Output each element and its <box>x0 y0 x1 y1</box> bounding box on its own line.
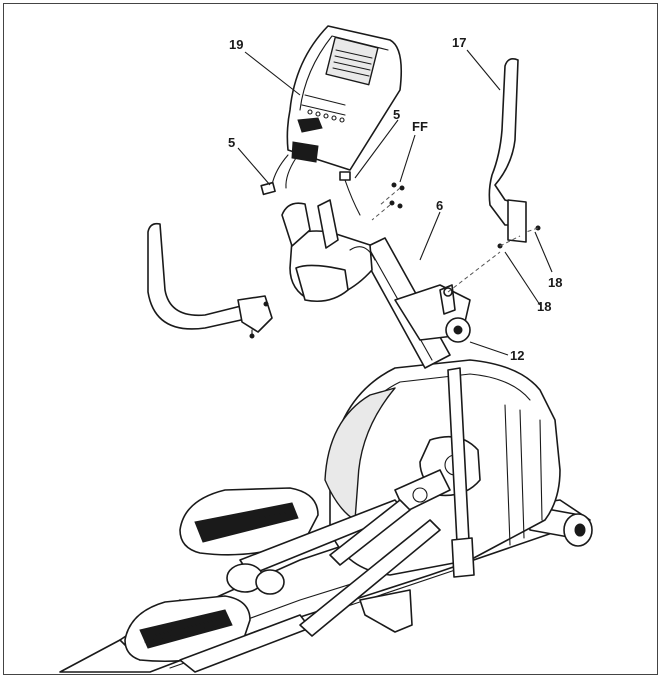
pedal-front <box>124 595 311 673</box>
left-handlebar <box>147 222 273 339</box>
wire-harness-5 <box>260 154 361 216</box>
callout-5-left: 5 <box>228 135 235 150</box>
right-handlebar-17 <box>488 58 541 249</box>
console-buttons <box>307 109 345 123</box>
callout-18-lower: 18 <box>537 299 551 314</box>
callout-5-right: 5 <box>393 107 400 122</box>
hardware <box>371 182 539 293</box>
callout-labels: 19 17 5 5 FF 6 18 18 12 <box>228 35 562 363</box>
console-19 <box>286 25 403 171</box>
callout-ff: FF <box>412 119 428 134</box>
callout-17: 17 <box>452 35 466 50</box>
console-screen-lines <box>332 49 373 77</box>
callout-leaders <box>237 49 553 356</box>
pedal-arms <box>299 499 441 637</box>
right-handle-lower-arm <box>447 367 475 578</box>
mast-6 <box>359 237 471 369</box>
callout-12: 12 <box>510 348 524 363</box>
callout-6: 6 <box>436 198 443 213</box>
pedal-rear <box>179 487 406 595</box>
callout-18-upper: 18 <box>548 275 562 290</box>
bottle-holder <box>281 199 376 303</box>
callout-19: 19 <box>229 37 243 52</box>
